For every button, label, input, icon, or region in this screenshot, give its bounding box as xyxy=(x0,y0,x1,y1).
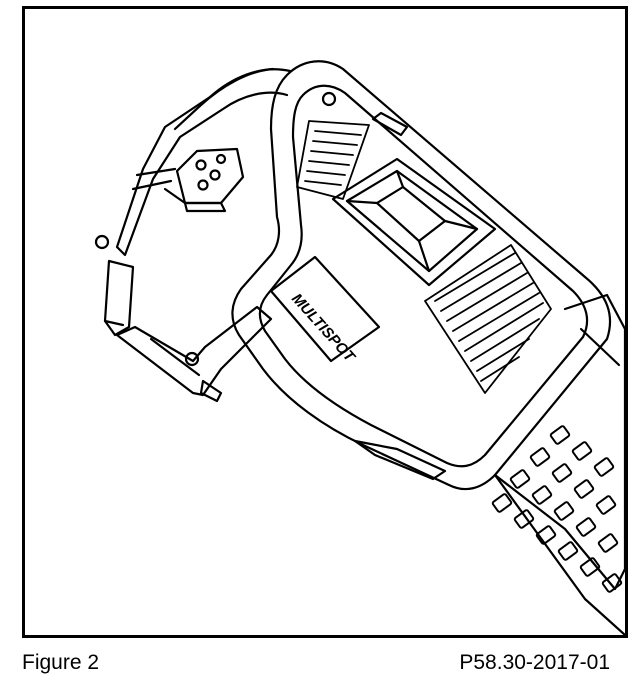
handle-body xyxy=(231,60,612,491)
keypad-key xyxy=(593,457,615,477)
bolt-icon xyxy=(197,179,209,191)
keypad-key xyxy=(579,557,601,577)
pivot-icon xyxy=(184,351,200,367)
keypad-key xyxy=(513,509,535,529)
lower-vent-grille xyxy=(424,244,552,394)
pivot-icon xyxy=(94,234,110,250)
keypad-key xyxy=(549,425,571,445)
bolt-icon xyxy=(215,153,227,165)
keypad-key xyxy=(509,469,531,489)
bolt-icon xyxy=(209,169,221,181)
upper-electrode xyxy=(94,234,135,337)
multispot-tool-illustration: MULTISPOT xyxy=(94,60,625,635)
hinge-block xyxy=(163,147,245,213)
keypad-key xyxy=(575,517,597,537)
brand-label: MULTISPOT xyxy=(288,290,359,366)
trigger-window xyxy=(331,157,497,287)
keypad-key xyxy=(553,501,575,521)
keypad-key xyxy=(531,485,553,505)
keypad-key xyxy=(491,493,513,513)
keypad-key xyxy=(535,525,557,545)
figure-code: P58.30-2017-01 xyxy=(459,651,610,674)
keypad-key xyxy=(571,441,593,461)
keypad-key xyxy=(557,541,579,561)
keypad-key xyxy=(595,495,617,515)
keypad xyxy=(491,425,623,593)
keypad-key xyxy=(573,479,595,499)
upper-vent-grille xyxy=(296,120,370,200)
keypad-key xyxy=(597,533,619,553)
keypad-key xyxy=(551,463,573,483)
keypad-key xyxy=(529,447,551,467)
figure-frame: MULTISPOT xyxy=(22,6,628,638)
lower-jaw-arm xyxy=(115,305,273,403)
keypad-key xyxy=(601,573,623,593)
figure-caption: Figure 2 xyxy=(22,651,100,674)
screw-icon xyxy=(321,91,337,107)
brand-label-plate: MULTISPOT xyxy=(269,255,381,367)
handle-extension xyxy=(493,293,625,635)
grip-flange xyxy=(353,439,447,481)
upper-jaw-arm xyxy=(115,67,292,257)
bolt-icon xyxy=(195,159,207,171)
